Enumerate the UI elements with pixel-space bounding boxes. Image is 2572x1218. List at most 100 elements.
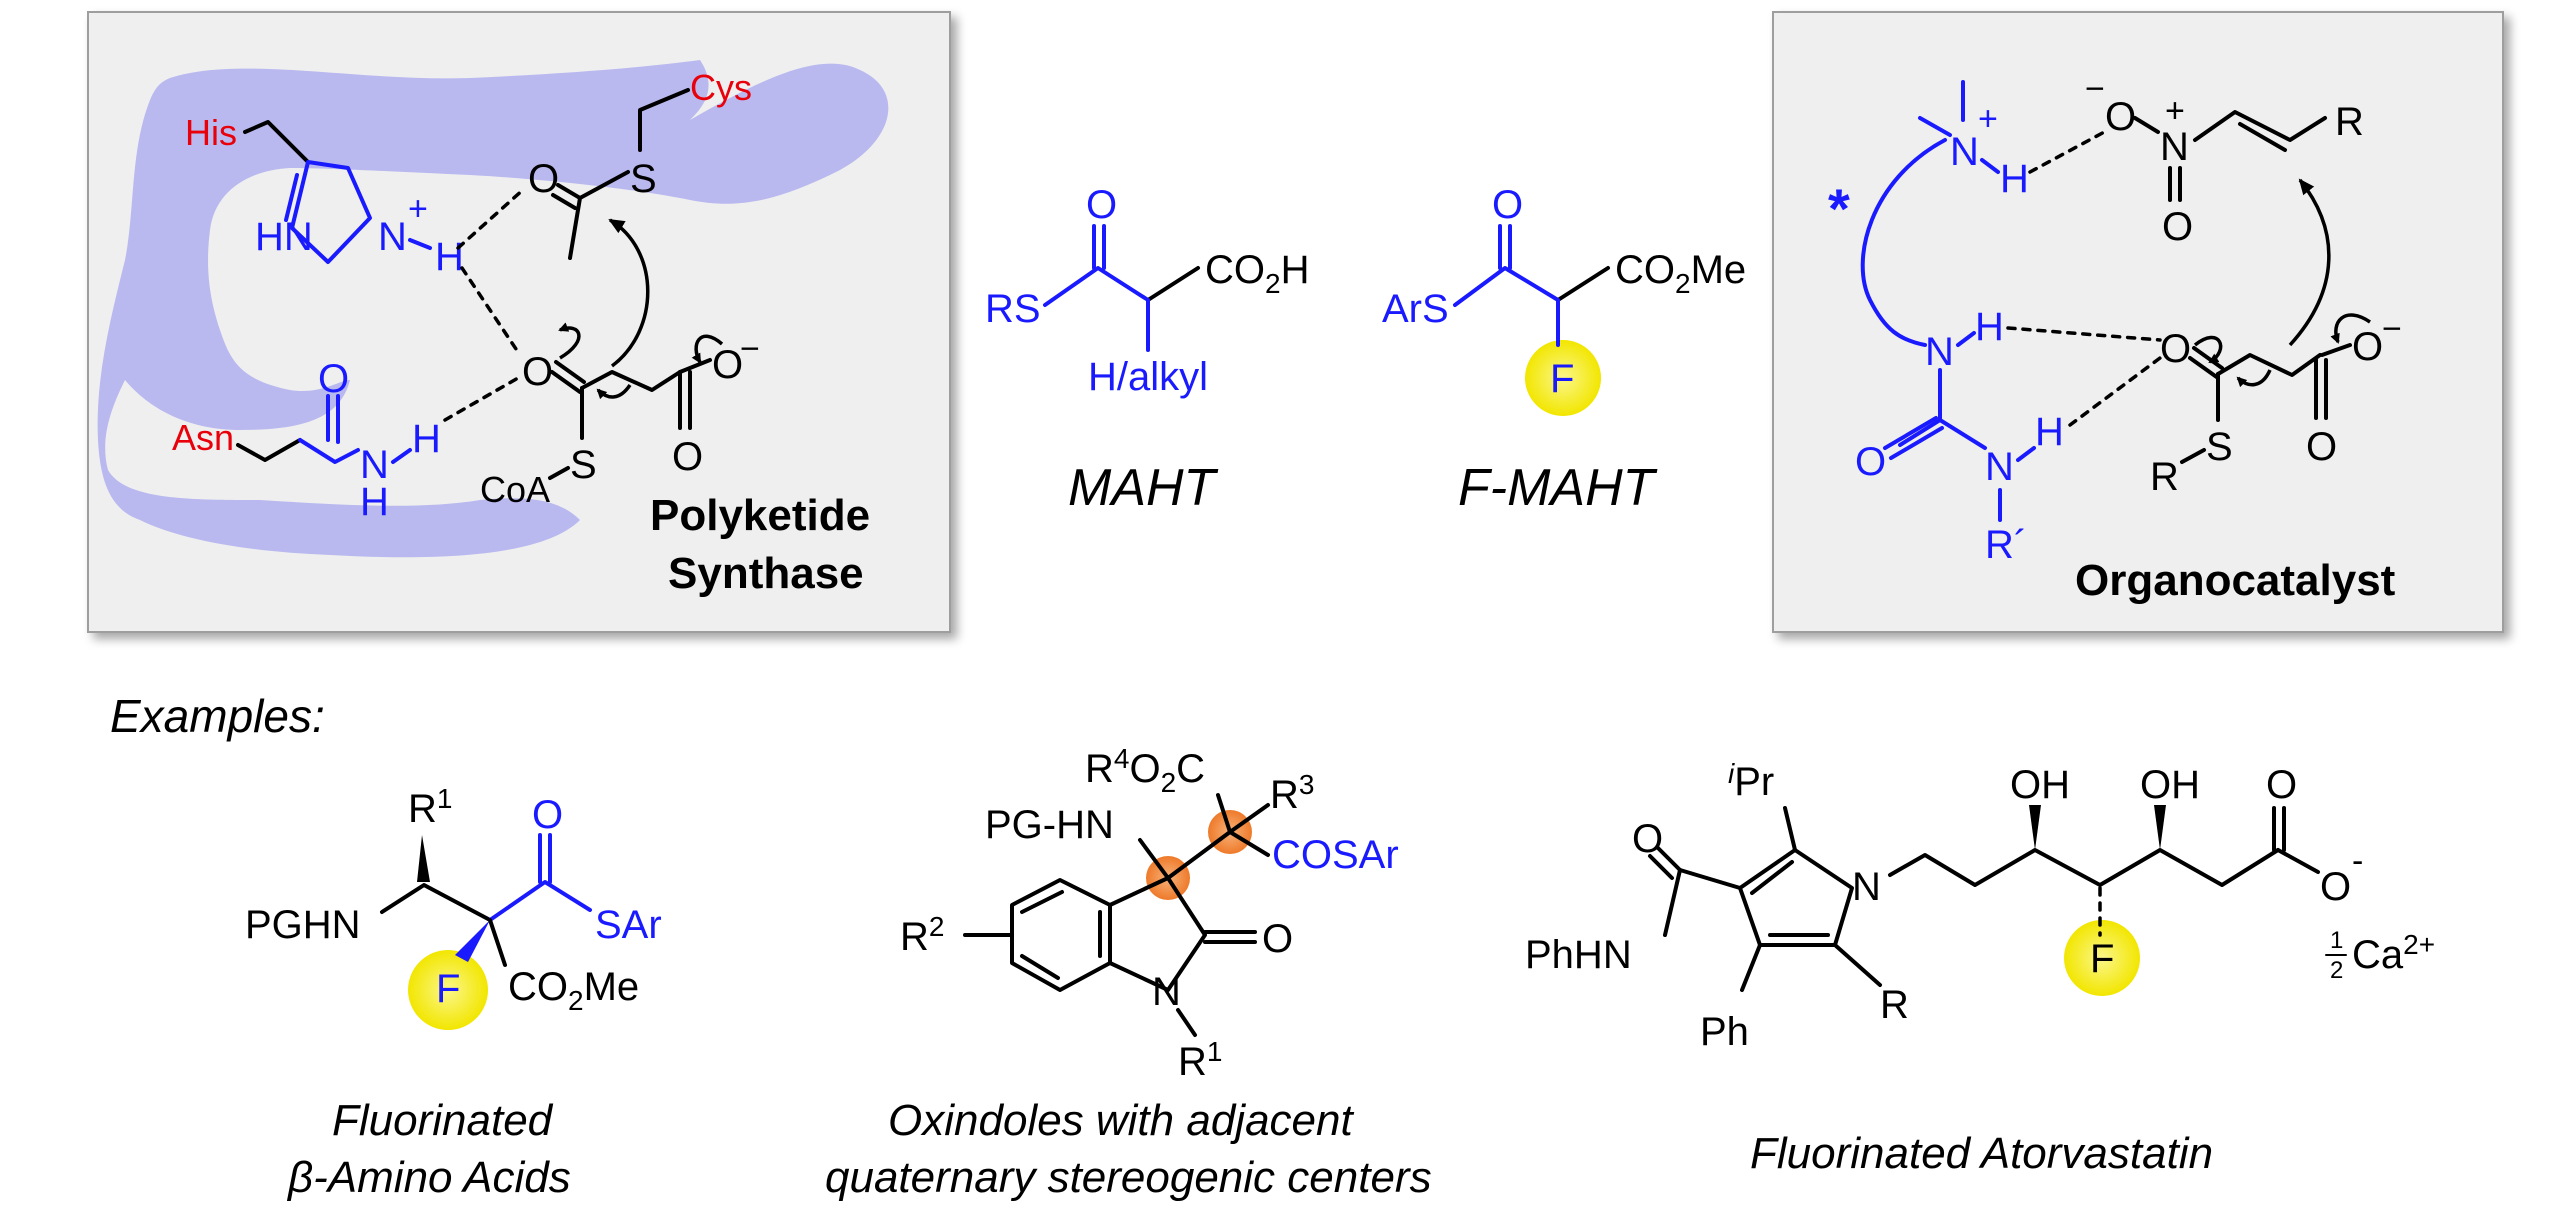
fmaht-ars: ArS bbox=[1382, 287, 1449, 331]
his-label: His bbox=[185, 112, 237, 153]
example-atorvastatin: iPr O N PhHN Ph R OH OH F O O - 1 2 Ca2+… bbox=[1525, 758, 2435, 1178]
curved-arrow-decarbox bbox=[691, 334, 724, 364]
panel-title: Organocatalyst bbox=[2075, 556, 2396, 605]
atorva-amide-cn bbox=[1663, 868, 1682, 937]
hbond-his-o bbox=[456, 186, 527, 250]
atorva-o-minus: O bbox=[2320, 865, 2351, 909]
amino-thioester bbox=[488, 880, 592, 922]
amino-co2me: CO2Me bbox=[508, 965, 639, 1016]
malonyl-s: S bbox=[570, 443, 597, 487]
urea-n1: N bbox=[1925, 330, 1954, 374]
nitro-o: O bbox=[2162, 205, 2193, 249]
imidazole-plus: + bbox=[408, 190, 428, 228]
amino-f: F bbox=[436, 967, 460, 1011]
polyketide-synthase-panel: His HN N + H Cys S O O S CoA O O − bbox=[87, 11, 951, 633]
ammonium-methyl-1 bbox=[1918, 116, 1952, 137]
enzyme-pocket-blob bbox=[97, 60, 889, 558]
atorva-amide-bond bbox=[1678, 868, 1742, 890]
panel-title-line2: Synthase bbox=[668, 549, 864, 598]
maht-h-alkyl: H/alkyl bbox=[1088, 355, 1208, 399]
nitro-plus: + bbox=[2165, 92, 2185, 130]
imidazole-hn: HN bbox=[255, 215, 313, 259]
nitroalkene bbox=[2193, 110, 2327, 142]
oxindole-n: N bbox=[1152, 970, 1181, 1014]
asn-bond bbox=[236, 438, 302, 462]
imidazole-double bbox=[284, 173, 299, 222]
acid-minus: − bbox=[2382, 310, 2402, 348]
chiral-backbone bbox=[1860, 138, 1947, 347]
pyrrole-double-1 bbox=[1750, 860, 1794, 895]
fmaht-f: F bbox=[1550, 357, 1574, 401]
maht-rs: RS bbox=[985, 287, 1041, 331]
oxindole-r1: R1 bbox=[1178, 1036, 1222, 1084]
atorva-amide-co bbox=[1656, 846, 1682, 872]
oxindole-pghn: PG-HN bbox=[985, 803, 1114, 847]
amide-nh bbox=[391, 448, 412, 464]
atorva-oh1-wedge bbox=[2029, 805, 2041, 850]
cys-bond bbox=[638, 88, 690, 152]
benzene-ring bbox=[1010, 878, 1112, 992]
atorva-chain bbox=[1888, 848, 2280, 887]
half-numerator: 1 bbox=[2330, 927, 2343, 954]
maht-o: O bbox=[1086, 183, 1117, 227]
his-bond bbox=[243, 120, 310, 164]
asn-label: Asn bbox=[172, 417, 234, 458]
atorva-phhn: PhHN bbox=[1525, 933, 1632, 977]
malonyl-co2 bbox=[554, 360, 586, 384]
curved-arrow-enolate-2 bbox=[596, 383, 632, 400]
amino-f-wedge bbox=[455, 920, 490, 962]
atorva-oh1: OH bbox=[2010, 763, 2070, 807]
maht-co2h: CO2H bbox=[1205, 248, 1309, 299]
urea-c-n2 bbox=[1938, 418, 1987, 450]
calcium-ion: Ca2+ bbox=[2352, 929, 2435, 977]
oxindole-r2: R2 bbox=[900, 911, 944, 959]
amide-h: H bbox=[412, 417, 441, 461]
oxindole-r4o2c: R4O2C bbox=[1085, 743, 1205, 798]
benzene-double-1 bbox=[1020, 890, 1064, 914]
five-ring bbox=[1108, 876, 1207, 992]
maht-bonds bbox=[1043, 266, 1150, 307]
amide-bond bbox=[298, 438, 360, 464]
thioester-o-cat: O bbox=[2160, 327, 2191, 371]
ox-c3-quat bbox=[1166, 830, 1232, 880]
amide-n: N bbox=[360, 443, 389, 487]
fmaht-label: F-MAHT bbox=[1458, 459, 1658, 517]
pyrrole-ring bbox=[1738, 848, 1854, 947]
acid-co- bbox=[2320, 343, 2352, 357]
fmaht-bonds bbox=[1453, 266, 1560, 307]
oxindole-o: O bbox=[1262, 917, 1293, 961]
thio-s-r bbox=[2180, 448, 2206, 464]
ox-quat-r3 bbox=[1228, 803, 1270, 834]
atorva-acid-o: O bbox=[2266, 763, 2297, 807]
thio-co2 bbox=[2192, 346, 2224, 370]
coa-label: CoA bbox=[480, 469, 550, 510]
atorva-n: N bbox=[1852, 865, 1881, 909]
ammonium-plus: + bbox=[1978, 100, 1998, 138]
oxindole-cosar: COSAr bbox=[1272, 833, 1399, 877]
amino-r1: R1 bbox=[408, 783, 452, 831]
amino-wedge bbox=[417, 835, 430, 882]
malonyl-s-coa bbox=[548, 466, 570, 480]
example-oxindole: R4O2C R3 PG-HN COSAr O N R1 R2 Oxindoles… bbox=[825, 743, 1432, 1202]
curved-arrow-attack bbox=[608, 218, 650, 368]
oxindole-caption-2: quaternary stereogenic centers bbox=[825, 1153, 1432, 1202]
thio-s: S bbox=[2206, 425, 2233, 469]
ammonium-nh bbox=[1980, 158, 2000, 174]
oxindole-nr bbox=[1176, 1008, 1197, 1037]
panel-frame-2 bbox=[1772, 11, 2504, 633]
atorva-amide-co2 bbox=[1648, 854, 1674, 880]
oxindole-r3: R3 bbox=[1270, 769, 1314, 817]
amide-o: O bbox=[318, 357, 349, 401]
atorva-acid-co- bbox=[2276, 848, 2320, 874]
amino-caption-1: Fluorinated bbox=[332, 1096, 554, 1145]
atorva-minus: - bbox=[2352, 842, 2363, 880]
atorva-ipr-bond bbox=[1783, 806, 1797, 852]
cys-s: S bbox=[630, 157, 657, 201]
atorva-fluorine-highlight bbox=[2064, 920, 2140, 996]
organocatalyst-panel: * N + H O − N + O R N H O N H R´ bbox=[1772, 11, 2504, 633]
thio-co bbox=[2188, 356, 2220, 380]
hbond-urea-1 bbox=[2006, 326, 2162, 342]
malonyl-o: O bbox=[522, 350, 553, 394]
maht-structure: RS O CO2H H/alkyl MAHT bbox=[985, 183, 1309, 517]
